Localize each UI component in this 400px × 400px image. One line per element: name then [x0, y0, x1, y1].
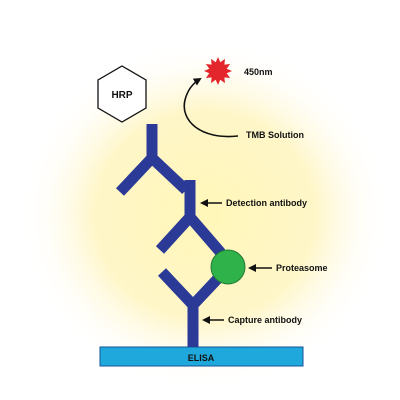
hrp-label: HRP: [111, 90, 132, 101]
elisa-plate: [99, 346, 304, 367]
tmb-label: TMB Solution: [246, 130, 304, 140]
wavelength-label: 450nm: [244, 67, 273, 77]
background-glow: [20, 40, 390, 390]
plate-label: ELISA: [188, 353, 215, 363]
proteasome-label: Proteasome: [276, 263, 328, 273]
proteasome-circle: [210, 249, 246, 285]
curved-arrow-icon: [183, 77, 239, 138]
capture-label: Capture antibody: [228, 315, 302, 325]
capture-antibody: [157, 268, 229, 347]
starburst-icon: [204, 57, 232, 85]
detection-antibody: [155, 180, 226, 257]
detection-label: Detection antibody: [226, 198, 307, 208]
hrp-hexagon: [97, 65, 147, 123]
secondary-antibody: [115, 124, 190, 196]
